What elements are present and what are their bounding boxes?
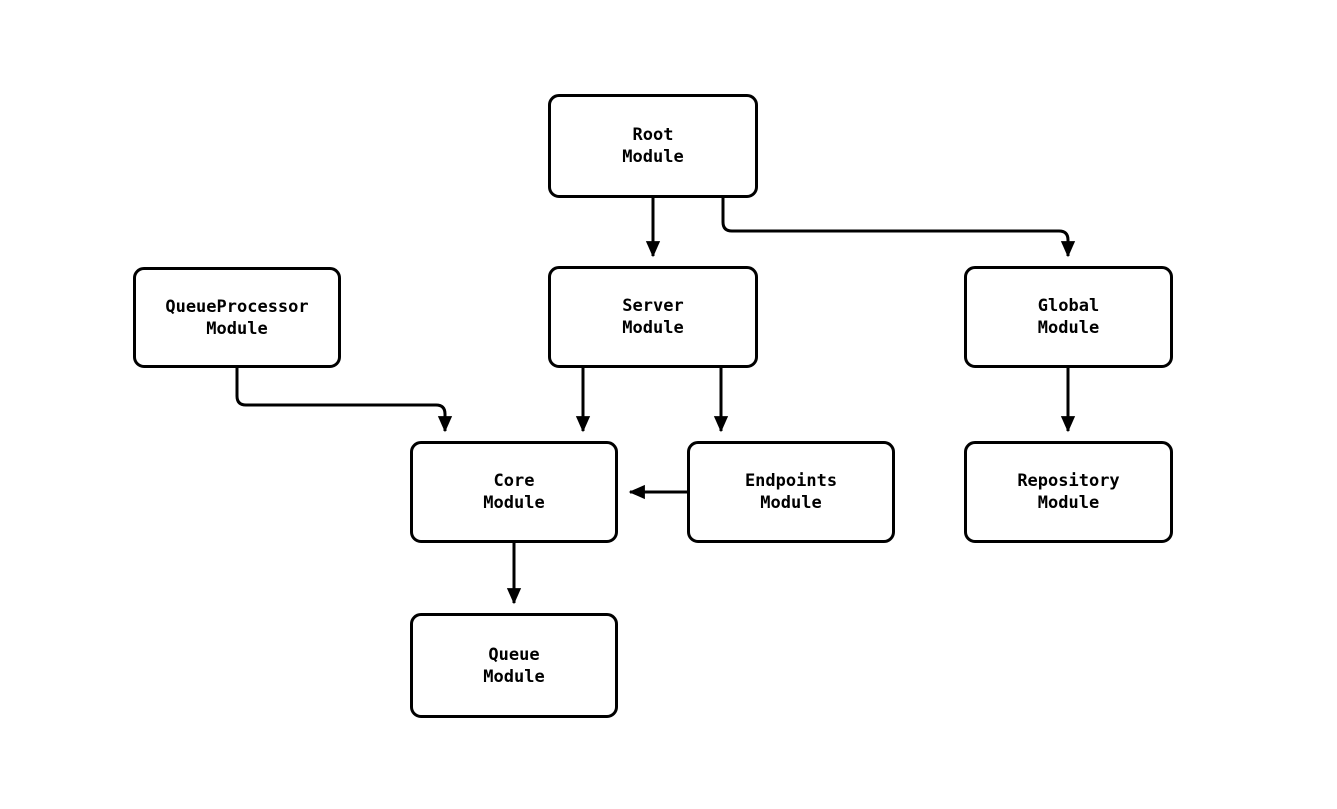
- edge-queueprocessor-to-core: [235, 368, 453, 433]
- node-label-secondary: Module: [622, 318, 684, 338]
- node-label-secondary: Module: [1037, 318, 1100, 338]
- node-label-secondary: Module: [483, 666, 545, 687]
- node-label-primary: Repository: [1017, 471, 1120, 491]
- node-label-primary: Core: [493, 471, 535, 491]
- edge-root-to-global: [721, 198, 1076, 258]
- node-label-primary: Queue: [488, 644, 540, 665]
- node-label-secondary: Module: [206, 318, 268, 339]
- node-label-primary: Global: [1037, 296, 1100, 316]
- node-label-primary: Endpoints: [744, 471, 838, 491]
- node-label-primary: QueueProcessor: [165, 296, 309, 317]
- node-label-secondary: Module: [622, 147, 684, 167]
- node-label-secondary: Module: [760, 493, 822, 513]
- node-label-secondary: Module: [1037, 493, 1100, 513]
- node-label-secondary: Module: [483, 493, 545, 513]
- edge-paths: [235, 198, 1076, 605]
- node-label-primary: Server: [622, 296, 684, 316]
- node-label-primary: Root: [632, 125, 674, 145]
